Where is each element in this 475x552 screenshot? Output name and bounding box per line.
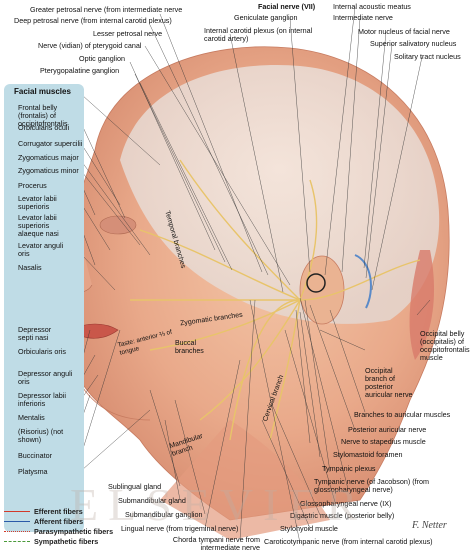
label-submandibular-ganglion: Submandibular ganglion bbox=[125, 510, 203, 519]
muscle-label-levator-anguli: Levator anguli oris bbox=[18, 241, 64, 258]
muscle-label-procerus: Procerus bbox=[18, 181, 47, 190]
muscle-label-platysma: Platysma bbox=[18, 467, 48, 476]
legend-line-afferent bbox=[4, 521, 30, 522]
geniculate-structure bbox=[306, 273, 326, 293]
muscle-label-levator-labii-alaeque: Levator labii superioris alaeque nasi bbox=[18, 213, 59, 238]
legend-label-parasympathetic: Parasympathetic fibers bbox=[34, 527, 114, 536]
label-optic-ganglion: Optic ganglion bbox=[79, 54, 125, 63]
leader-lines bbox=[71, 6, 431, 544]
label-stylohyoid: Stylohyoid muscle bbox=[280, 524, 338, 533]
muscle-label-zygomaticus-minor: Zygomaticus minor bbox=[18, 166, 79, 175]
label-internal-acoustic: Internal acoustic meatus bbox=[333, 2, 411, 11]
eye-shape bbox=[99, 215, 137, 235]
label-greater-petrosal: Greater petrosal nerve (from intermediat… bbox=[30, 5, 183, 14]
muscle-label-frontal: Frontal belly (frontalis) of occipitofro… bbox=[18, 103, 68, 128]
label-stylomastoid: Stylomastoid foramen bbox=[333, 450, 403, 459]
label-buccal-branches: Buccal branches bbox=[175, 340, 204, 355]
muscle-label-orbicularis-oris: Orbicularis oris bbox=[18, 347, 66, 356]
label-posterior-auricular: Posterior auricular nerve bbox=[348, 425, 427, 434]
muscle-label-depressor-anguli: Depressor anguli oris bbox=[18, 369, 73, 386]
label-superior-salivatory: Superior salivatory nucleus bbox=[370, 39, 457, 48]
muscle-label-levator-labii: Levator labii superioris bbox=[18, 194, 57, 211]
legend-line-sympathetic bbox=[4, 541, 30, 542]
legend-line-efferent bbox=[4, 511, 30, 512]
panel-title: Facial muscles bbox=[14, 87, 71, 96]
label-glossopharyngeal: Glossopharyngeal nerve (IX) bbox=[300, 499, 392, 508]
label-geniculate: Geniculate ganglion bbox=[234, 13, 298, 22]
label-sublingual: Sublingual gland bbox=[108, 482, 162, 491]
facial-muscles-panel bbox=[4, 84, 84, 532]
label-tympanic-nerve: Tympanic nerve (of Jacobson) (from gloss… bbox=[314, 477, 430, 494]
muscle-label-depressor-septi: Depressor septi nasi bbox=[18, 325, 52, 342]
legend-label-efferent: Efferent fibers bbox=[34, 507, 83, 516]
label-occipital-branch: Occipital branch of posterior auricular … bbox=[365, 366, 413, 399]
label-deep-petrosal: Deep petrosal nerve (from internal carot… bbox=[14, 16, 172, 25]
muscle-label-zygomaticus-major: Zygomaticus major bbox=[18, 153, 79, 162]
label-chorda-tympani: Chorda tympani nerve from intermediate n… bbox=[172, 535, 260, 552]
label-caroticotympanic: Caroticotympanic nerve (from internal ca… bbox=[264, 537, 433, 546]
legend-label-afferent: Afferent fibers bbox=[34, 517, 84, 526]
label-vidian: Nerve (vidian) of pterygoid canal bbox=[38, 41, 142, 50]
label-submandibular-gland: Submandibular gland bbox=[118, 496, 186, 505]
muscle-label-corrugator: Corrugator supercilii bbox=[18, 139, 83, 148]
neck-shape bbox=[160, 420, 330, 540]
label-tympanic-plexus: Tympanic plexus bbox=[322, 464, 376, 473]
legend-line-parasympathetic bbox=[4, 531, 30, 532]
label-branches-auricular: Branches to auricular muscles bbox=[354, 410, 451, 419]
muscle-label-orbicularis-oculi: Orbicularis oculi bbox=[18, 123, 70, 132]
elsevier-watermark: ELSEVIER bbox=[70, 479, 368, 530]
occipital-muscle bbox=[409, 250, 435, 360]
label-solitary-tract: Solitary tract nucleus bbox=[394, 52, 461, 61]
label-nerve-stapedius: Nerve to stapedius muscle bbox=[341, 437, 426, 446]
label-lesser-petrosal: Lesser petrosal nerve bbox=[93, 29, 163, 38]
label-motor-nucleus: Motor nucleus of facial nerve bbox=[358, 27, 450, 36]
muscle-label-mentalis: Mentalis bbox=[18, 413, 45, 422]
label-lingual: Lingual nerve (from trigeminal nerve) bbox=[121, 524, 239, 533]
brainstem-shape bbox=[354, 254, 372, 309]
label-digastric: Digastric muscle (posterior belly) bbox=[290, 511, 395, 520]
brain-shape bbox=[120, 65, 440, 324]
muscle-label-buccinator: Buccinator bbox=[18, 451, 52, 460]
muscle-label-risorius: (Risorius) (not shown) bbox=[18, 427, 64, 444]
artist-signature: F. Netter bbox=[412, 520, 447, 531]
label-intermediate: Intermediate nerve bbox=[333, 13, 393, 22]
label-occipital-belly: Occipital belly (occipitalis) of occipit… bbox=[420, 329, 470, 362]
legend-label-sympathetic: Sympathetic fibers bbox=[34, 537, 99, 546]
nerve-branches bbox=[130, 159, 421, 441]
muscle-label-nasalis: Nasalis bbox=[18, 263, 42, 272]
label-pterygopalatine: Pterygopalatine ganglion bbox=[40, 66, 120, 75]
label-facial-nerve: Facial nerve (VII) bbox=[258, 2, 316, 11]
muscle-label-depressor-labii: Depressor labii inferioris bbox=[18, 391, 66, 408]
label-internal-carotid: Internal carotid plexus (on internal car… bbox=[204, 26, 313, 43]
